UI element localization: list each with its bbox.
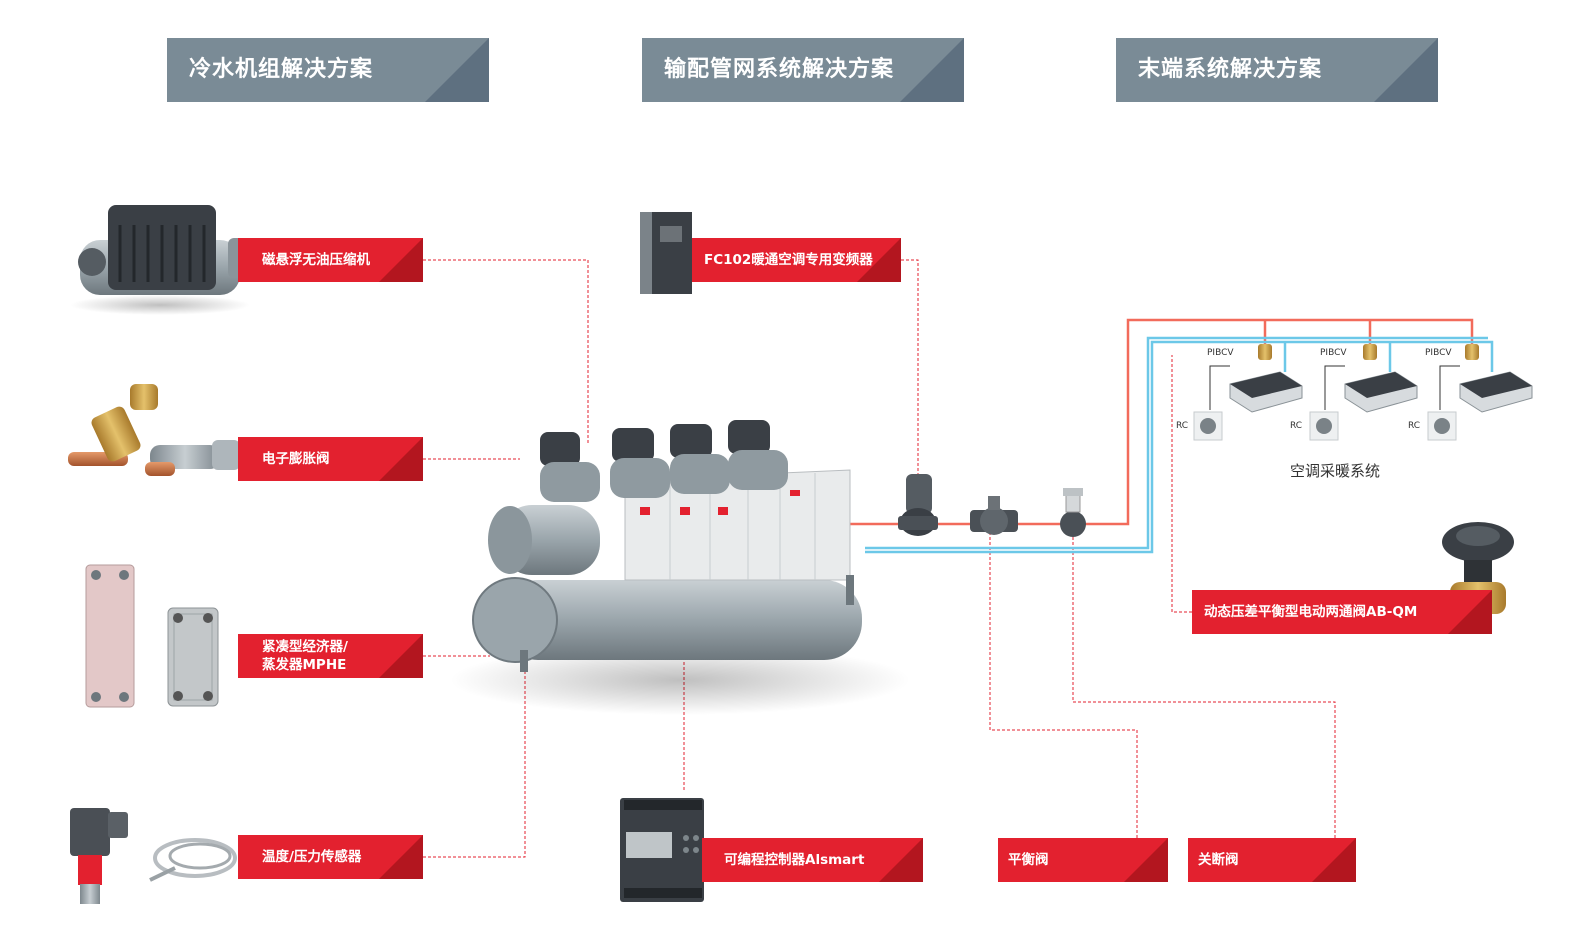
- header-chiller-text: 冷水机组解决方案: [189, 57, 374, 82]
- rc-label-1: RC: [1176, 421, 1189, 431]
- label-compressor-text: 磁悬浮无油压缩机: [262, 252, 370, 268]
- label-balancing-valve-text: 平衡阀: [1008, 852, 1049, 868]
- balancing-valve-image: [970, 496, 1018, 535]
- ac-system-title: 空调采暖系统: [1290, 462, 1381, 480]
- label-sensor: 温度/压力传感器: [238, 835, 423, 879]
- rc-label-3: RC: [1408, 421, 1421, 431]
- label-balancing-valve: 平衡阀: [998, 838, 1168, 882]
- chiller-image: [450, 420, 910, 715]
- label-eev-text: 电子膨胀阀: [262, 451, 330, 467]
- pump-image: [898, 474, 938, 536]
- pibcv-label-1: PIBCV: [1207, 348, 1234, 358]
- butterfly-valve-image: [1060, 488, 1086, 537]
- label-controller: 可编程控制器Alsmart: [702, 838, 923, 882]
- header-chiller: 冷水机组解决方案: [167, 38, 489, 102]
- mphe-image: [85, 564, 219, 708]
- header-terminal: 末端系统解决方案: [1116, 38, 1438, 102]
- label-mphe-line2: 蒸发器MPHE: [262, 657, 347, 673]
- label-shutoff-valve: 关断阀: [1188, 838, 1356, 882]
- controller-image: [620, 798, 704, 902]
- pipes: [850, 318, 1494, 554]
- sensor-image: [70, 808, 237, 904]
- label-vfd-text: FC102暖通空调专用变频器: [704, 252, 873, 268]
- header-distribution: 输配管网系统解决方案: [642, 38, 964, 102]
- pibcv-label-2: PIBCV: [1320, 348, 1347, 358]
- label-shutoff-valve-text: 关断阀: [1198, 852, 1239, 868]
- label-abqm: 动态压差平衡型电动两通阀AB-QM: [1192, 590, 1492, 634]
- label-mphe: 紧凑型经济器/ 蒸发器MPHE: [238, 634, 423, 678]
- eev-image: [68, 384, 240, 476]
- label-vfd: FC102暖通空调专用变频器: [692, 238, 901, 282]
- label-mphe-line1: 紧凑型经济器/: [262, 639, 348, 655]
- header-terminal-text: 末端系统解决方案: [1138, 57, 1323, 82]
- vfd-image: [640, 212, 692, 294]
- label-compressor: 磁悬浮无油压缩机: [238, 238, 423, 282]
- header-distribution-text: 输配管网系统解决方案: [664, 57, 895, 82]
- label-eev: 电子膨胀阀: [238, 437, 423, 481]
- label-sensor-text: 温度/压力传感器: [262, 849, 362, 865]
- pibcv-label-3: PIBCV: [1425, 348, 1452, 358]
- label-abqm-text: 动态压差平衡型电动两通阀AB-QM: [1204, 604, 1418, 620]
- rc-label-2: RC: [1290, 421, 1303, 431]
- compressor-image: [70, 205, 250, 315]
- label-controller-text: 可编程控制器Alsmart: [724, 852, 865, 868]
- fan-coil-units: [1193, 344, 1533, 441]
